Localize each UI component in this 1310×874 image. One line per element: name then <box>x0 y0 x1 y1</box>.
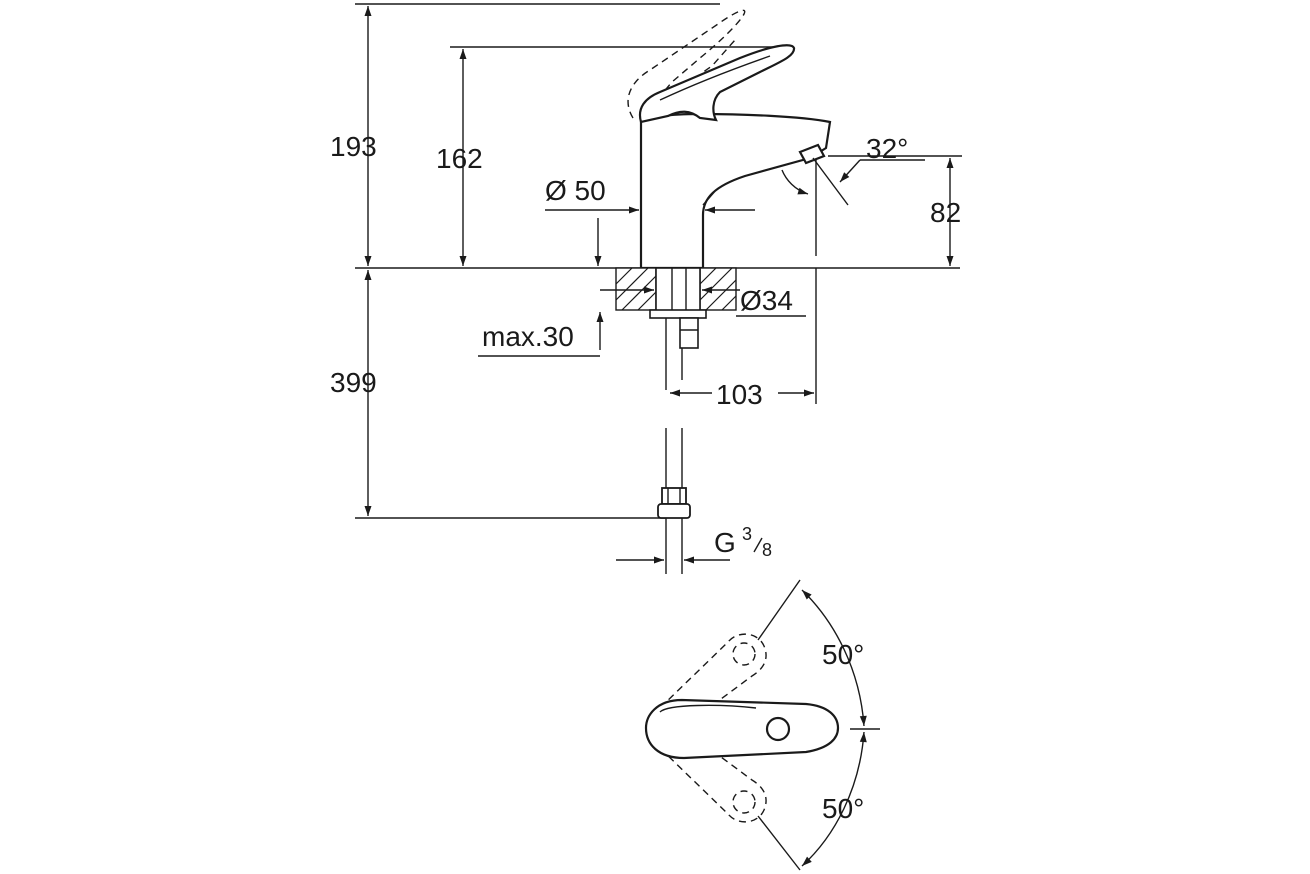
dimension-max-thickness: max.30 <box>478 312 604 357</box>
faucet-body <box>627 9 832 270</box>
dimension-connection-g-label: G <box>714 527 736 558</box>
dimension-max-thickness-label: max.30 <box>482 321 574 352</box>
deck-section <box>615 267 737 349</box>
dimension-399: 399 <box>330 270 377 516</box>
supply-hose <box>657 318 691 574</box>
dimension-connection-denominator: 8 <box>762 540 772 560</box>
dimension-103-label: 103 <box>716 379 763 410</box>
dimension-82-label: 82 <box>930 197 961 228</box>
dimension-82: 82 <box>828 155 962 266</box>
top-view-lever-rotation: 50° 50° <box>644 579 880 871</box>
dimension-193-label: 193 <box>330 131 377 162</box>
dimension-spout-angle: 32° <box>781 133 925 256</box>
dimension-base-diameter: Ø 50 <box>545 175 755 266</box>
dimension-connection-numerator: 3 <box>742 524 752 544</box>
dimension-base-diameter-label: Ø 50 <box>545 175 606 206</box>
dimension-spout-angle-label: 32° <box>866 133 908 164</box>
dimension-103: 103 <box>670 268 817 410</box>
dimension-connection-thread: G 3 8 <box>616 524 772 564</box>
dimension-hole-diameter-label: Ø34 <box>740 285 793 316</box>
dimension-hole-diameter: Ø34 <box>600 285 806 317</box>
dimension-162: 162 <box>436 49 483 266</box>
dimension-162-label: 162 <box>436 143 483 174</box>
lever-angle-down-label: 50° <box>822 793 864 824</box>
dimension-193: 193 <box>330 5 377 266</box>
dimension-399-label: 399 <box>330 367 377 398</box>
lever-angle-up-label: 50° <box>822 639 864 670</box>
